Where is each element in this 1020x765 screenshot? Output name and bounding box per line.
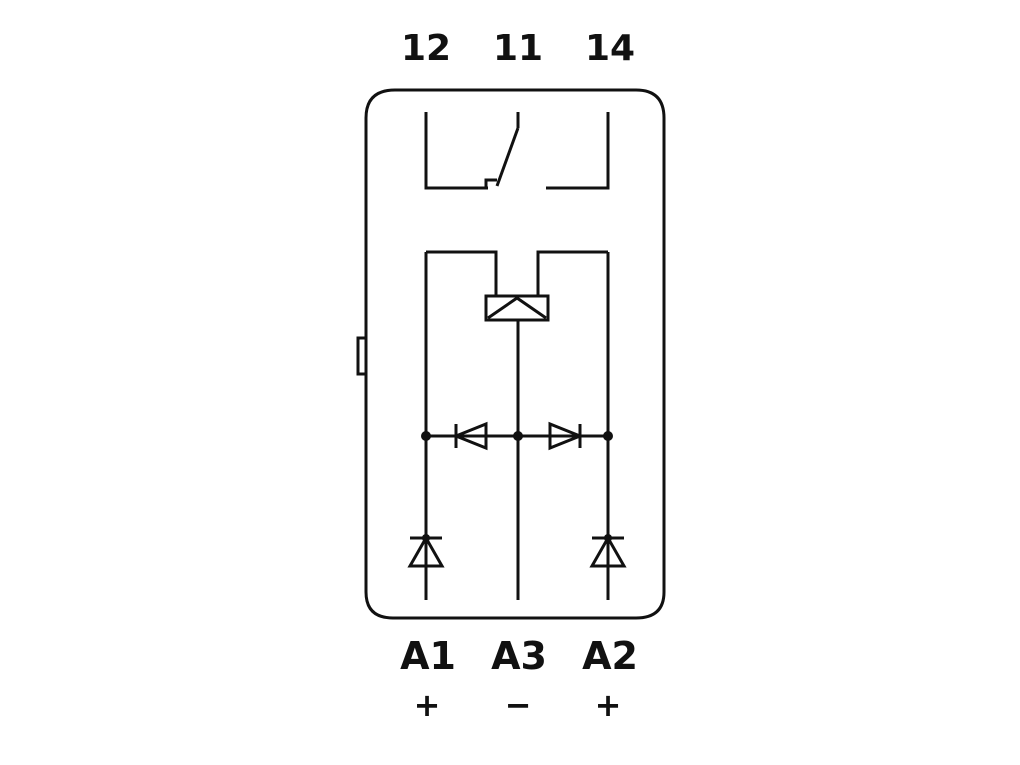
junction-dot	[604, 534, 612, 542]
terminal-a2-label: A2	[582, 634, 638, 678]
diode-left-icon	[451, 421, 488, 451]
polarity-a2: +	[594, 686, 622, 724]
junction-dot	[422, 534, 430, 542]
diode-right-icon	[548, 421, 585, 451]
terminal-11-label: 11	[492, 28, 544, 69]
junction-dot	[421, 431, 431, 441]
contact-14-line	[546, 112, 610, 190]
coil-right-wire	[536, 250, 608, 296]
coil-triangle	[487, 296, 547, 320]
contact-12-line	[424, 112, 488, 190]
terminal-12-label: 12	[400, 28, 452, 69]
contact-switch-arm	[495, 127, 520, 187]
terminal-14-label: 14	[584, 28, 636, 69]
terminal-a1-label: A1	[400, 634, 456, 678]
relay-housing	[364, 88, 666, 620]
polarity-a3: −	[504, 686, 532, 724]
terminal-a3-label: A3	[491, 634, 547, 678]
junction-dot	[513, 431, 523, 441]
housing-tab	[356, 336, 368, 376]
junction-dot	[603, 431, 613, 441]
contact-hook	[484, 178, 497, 188]
polarity-a1: +	[413, 686, 441, 724]
coil-left-wire	[426, 250, 498, 296]
